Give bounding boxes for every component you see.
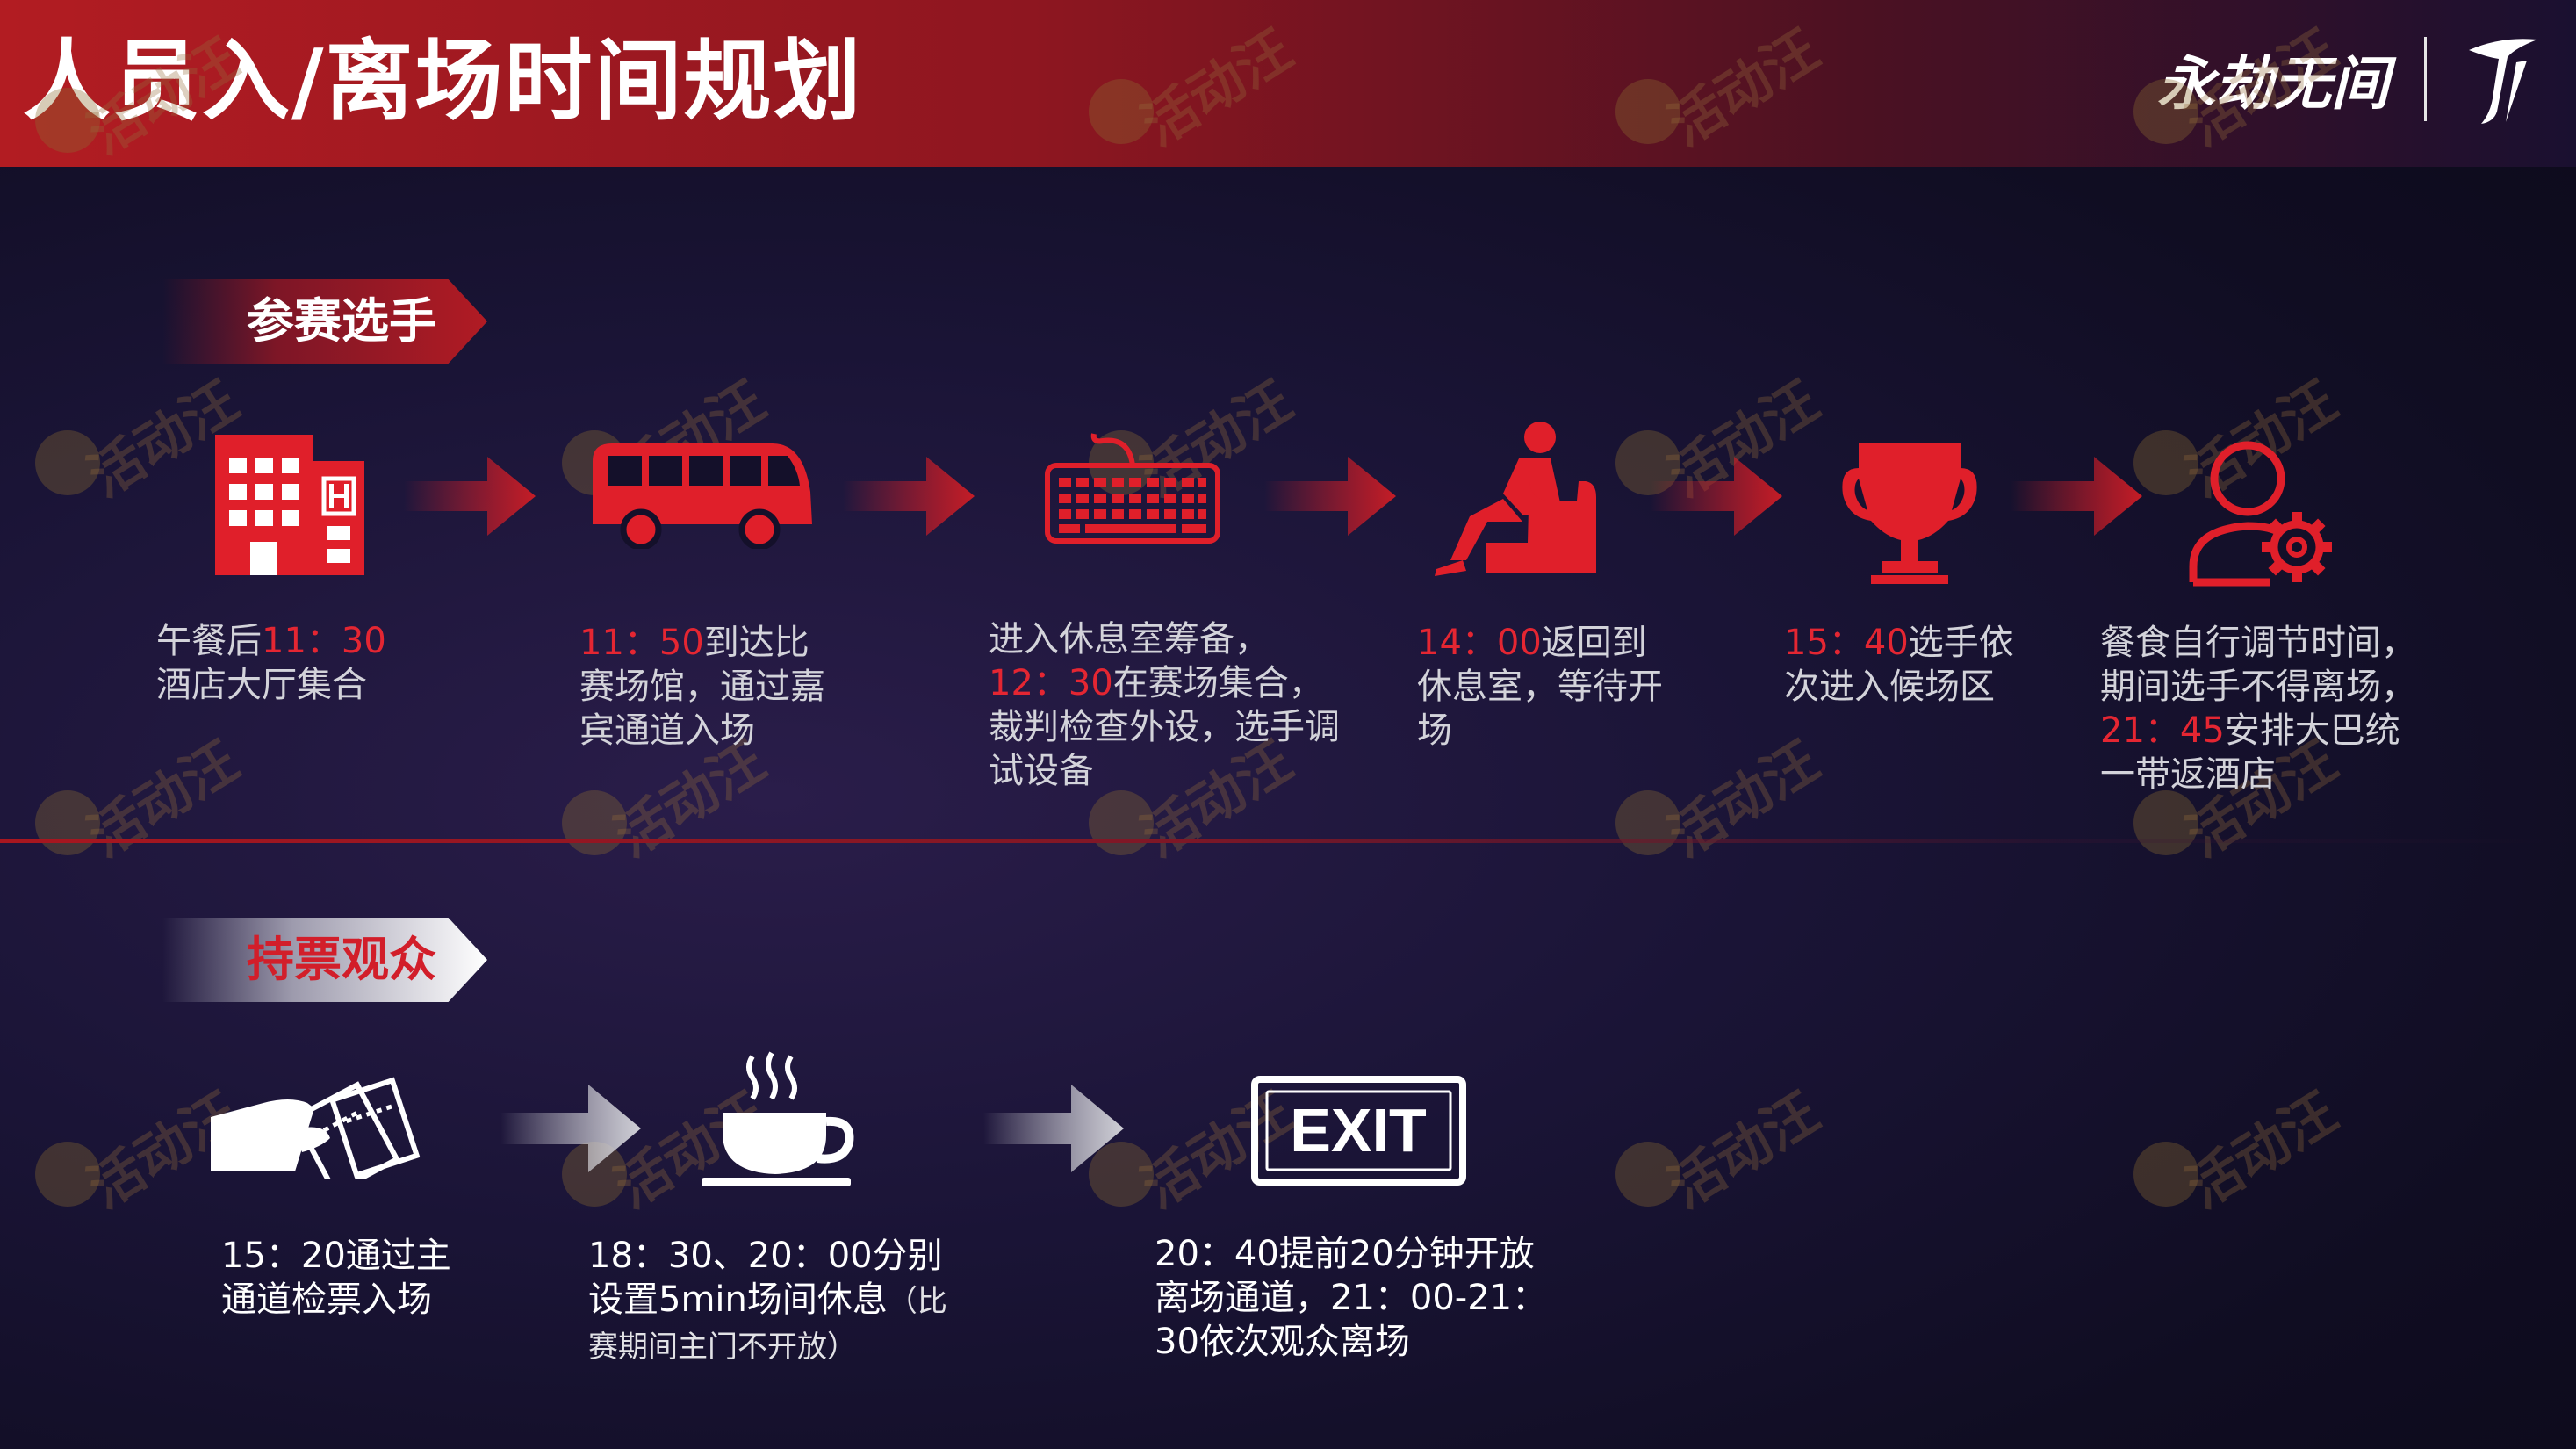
arrow-right-icon [1651,457,1782,536]
step-time: 11：50 [579,623,704,663]
player-step-5-text: 15：40选手依次进入候场区 [1784,621,2021,709]
step-time: 15：40 [1784,623,1909,663]
player-step-1-text: 午餐后11：30 酒店大厅集合 [156,619,420,707]
watermark-badge-icon [35,1142,100,1207]
arrow-right-icon [500,1085,641,1172]
watermark: 活动汪 [2175,1079,2349,1221]
step-prefix: 午餐后 [156,621,262,661]
section-divider [0,839,2576,843]
ticket-hand-icon [211,1077,421,1179]
watermark-badge-icon [35,88,100,153]
watermark-badge-icon [1089,790,1154,855]
page-title: 人员入/离场时间规划 [23,30,863,133]
watermark: 活动汪 [1657,1079,1831,1221]
arrow-right-icon [983,1085,1124,1172]
step-description: 提前20分钟开放离场通道，21：00-21：30依次观众离场 [1155,1234,1548,1362]
step-time: 21：45 [2100,710,2225,751]
watermark-badge-icon [2133,790,2198,855]
trophy-icon [1842,443,1977,584]
watermark: 活动汪 [76,728,250,869]
bus-icon [593,443,812,549]
watermark: 活动汪 [1657,728,1831,869]
watermark-badge-icon [35,790,100,855]
watermark-badge-icon [2133,1142,2198,1207]
step-description: 在赛场集合，裁判检查外设，选手调试设备 [989,663,1340,791]
step-description: 酒店大厅集合 [156,665,367,705]
hotel-icon [215,435,364,575]
exit-sign-label: EXIT [1290,1096,1427,1164]
step-time: 14：00 [1417,623,1542,663]
players-section-label: 参赛选手 [247,293,436,349]
exit-sign-icon: EXIT [1251,1076,1466,1186]
coffee-cup-icon [702,1051,854,1186]
player-step-2-text: 11：50到达比赛场馆，通过嘉宾通道入场 [579,621,825,753]
watermark-badge-icon [1615,1142,1680,1207]
step-description: 分别设置5min场间休息 [588,1236,943,1320]
watermark-badge-icon [562,790,627,855]
arrow-right-icon [404,457,536,536]
step-prefix: 餐食自行调节时间，期间选手不得离场， [2100,623,2416,707]
step-description: 通过主通道检票入场 [221,1236,451,1320]
watermark-badge-icon [1615,79,1680,144]
logo-area: 永劫无间 [2157,26,2541,132]
audience-section-label: 持票观众 [247,932,436,987]
step-prefix: 进入休息室筹备， [989,619,1270,660]
step-time: 15：20 [221,1236,346,1276]
audience-step-3-text: 20：40提前20分钟开放离场通道，21：00-21：30依次观众离场 [1155,1232,1550,1364]
brand-mark-icon [2469,39,2537,125]
header-bar [0,0,2576,167]
step-time: 20：40 [1155,1234,1279,1274]
audience-step-1-text: 15：20通过主通道检票入场 [221,1234,476,1322]
watermark-badge-icon [2133,430,2198,495]
step-time: 11：30 [262,621,386,661]
arrow-right-icon [1264,457,1396,536]
watermark-badge-icon [1089,79,1154,144]
logo-divider [2424,37,2427,121]
keyboard-icon [1045,433,1220,544]
seated-person-icon [1435,422,1596,576]
audience-section-tag: 持票观众 [162,918,487,1002]
watermark-badge-icon [35,430,100,495]
step-description: 安排大巴统一带返酒店 [2100,710,2400,795]
watermark-badge-icon [1615,790,1680,855]
watermark-badge-icon [2133,79,2198,144]
arrow-right-icon [843,457,975,536]
step-description: 到达比赛场馆，通过嘉宾通道入场 [579,623,825,751]
step-time: 12：30 [989,663,1113,703]
player-step-3-text: 进入休息室筹备，12：30在赛场集合，裁判检查外设，选手调试设备 [989,617,1340,793]
player-step-6-text: 餐食自行调节时间，期间选手不得离场，21：45安排大巴统一带返酒店 [2100,621,2427,797]
arrow-right-icon [2011,457,2142,536]
watermark-badge-icon [1089,1142,1154,1207]
brand-logo-text: 永劫无间 [2157,49,2389,118]
step-note: （比赛期间主门不开放） [588,1284,947,1365]
step-description: 返回到休息室，等待开场 [1417,623,1663,751]
players-section-tag: 参赛选手 [162,279,487,364]
player-step-4-text: 14：00返回到休息室，等待开场 [1417,621,1672,753]
user-settings-icon [2189,441,2332,587]
step-description: 选手依次进入候场区 [1784,623,2014,707]
step-time: 18：30、20：00 [588,1236,873,1276]
audience-step-2-text: 18：30、20：00分别设置5min场间休息（比赛期间主门不开放） [588,1234,975,1369]
